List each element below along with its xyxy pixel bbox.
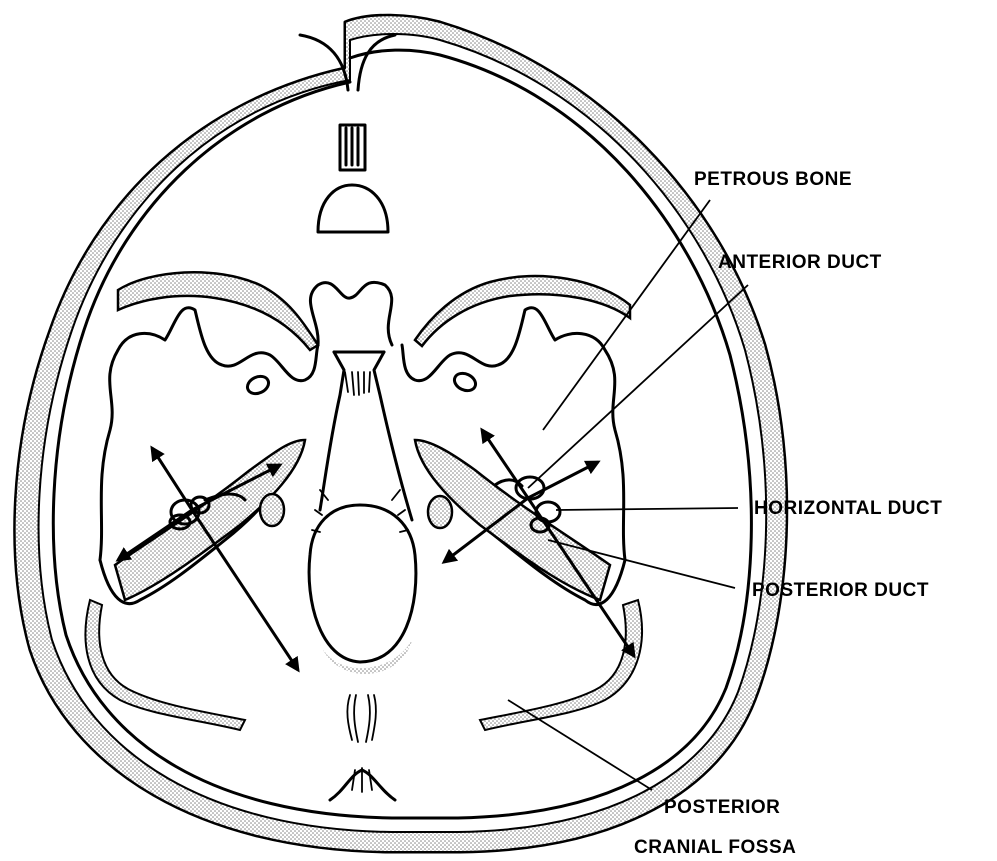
clivus-ridges bbox=[345, 372, 370, 395]
internal-occipital-crest bbox=[347, 695, 376, 742]
crista-galli bbox=[340, 125, 365, 170]
posterior-cranial-fossa-leader bbox=[508, 700, 652, 790]
left-foramen-ovale bbox=[245, 373, 272, 397]
dorsum-sellae bbox=[320, 352, 412, 520]
label-horizontal-duct: HORIZONTAL DUCT bbox=[754, 498, 942, 519]
label-posterior-cranial-fossa-line2: CRANIAL FOSSA bbox=[634, 837, 796, 858]
left-anterior-axis-arrow bbox=[152, 448, 192, 510]
horizontal-duct-leader bbox=[556, 508, 738, 510]
left-anterior-fossa-ridge bbox=[118, 272, 318, 350]
right-posterior-ridge bbox=[480, 600, 642, 730]
skull-outer-contour bbox=[15, 15, 787, 852]
label-posterior-cranial-fossa-line1: POSTERIOR bbox=[664, 797, 780, 818]
left-internal-meatus bbox=[260, 494, 284, 526]
foramen-magnum-shadow bbox=[318, 640, 412, 674]
right-posterior-axis-arrow bbox=[528, 498, 634, 656]
skull-diploe-band bbox=[15, 15, 787, 852]
anterior-duct-leader bbox=[528, 285, 748, 488]
label-petrous-bone: PETROUS BONE bbox=[694, 169, 852, 190]
foramen-magnum bbox=[309, 505, 416, 662]
left-posterior-axis-arrow bbox=[192, 510, 298, 670]
label-posterior-duct: POSTERIOR DUCT bbox=[752, 580, 929, 601]
right-anterior-fossa-ridge bbox=[415, 276, 630, 346]
petrous-bone-leader bbox=[543, 200, 710, 430]
cribriform-plate bbox=[318, 185, 388, 232]
label-anterior-duct: ANTERIOR DUCT bbox=[718, 252, 882, 273]
right-internal-meatus bbox=[428, 496, 452, 528]
right-foramen-ovale bbox=[452, 370, 479, 394]
occipital-protuberance-marks bbox=[352, 768, 372, 792]
sphenoid-body bbox=[310, 282, 392, 345]
